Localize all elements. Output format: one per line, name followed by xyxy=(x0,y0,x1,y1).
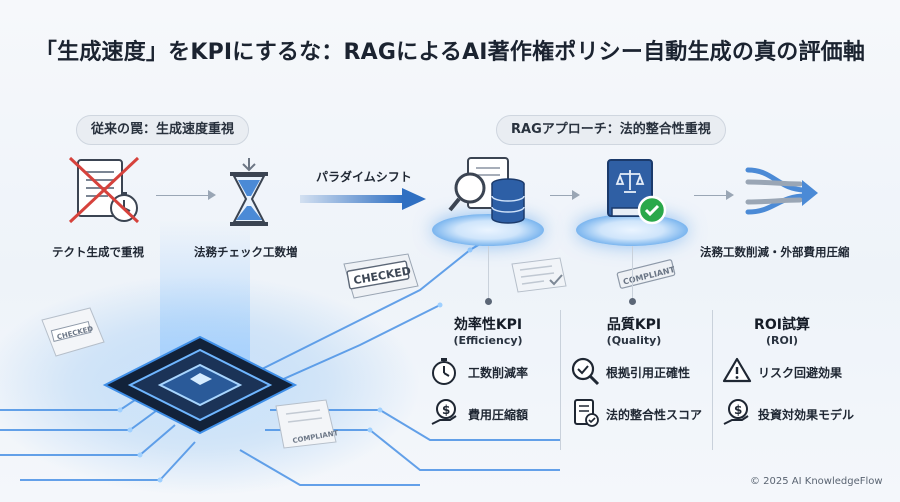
step1-label: テクト生成で重視 xyxy=(52,245,144,259)
floating-document-compliant-bottom: COMPLIANT xyxy=(275,399,339,449)
connector-dot-efficiency xyxy=(485,298,492,305)
step2-label: 法務チェック工数増 xyxy=(194,245,298,259)
cost-coin-hand-icon: $ xyxy=(431,399,457,425)
rag-search-platform xyxy=(432,214,544,246)
kpi-roi-title: ROI試算 xyxy=(754,317,810,333)
rag-approach-pill: RAGアプローチ：法的整合性重視 xyxy=(496,115,726,145)
connector-dot-quality xyxy=(629,298,636,305)
arrow-rag1-rag2 xyxy=(550,195,574,196)
investment-coin-icon: $ xyxy=(723,399,749,425)
arrow-rag2-result xyxy=(694,195,728,196)
result-label: 法務工数削減・外部費用圧縮 xyxy=(700,245,850,259)
kpi-roi-sub: (ROI) xyxy=(766,334,798,347)
floating-document-compliant-right: COMPLIANT xyxy=(616,259,676,289)
paradigm-shift-arrow xyxy=(300,188,426,210)
hourglass-icon xyxy=(230,158,268,226)
floating-document-checked-stamp: CHECKED xyxy=(343,253,419,299)
arrow-head-rag1 xyxy=(572,190,580,200)
search-database-icon xyxy=(448,157,525,224)
arrow-head-rag2 xyxy=(726,190,734,200)
kpi-efficiency-title: 効率性KPI xyxy=(453,317,523,333)
warning-triangle-icon xyxy=(722,357,752,383)
kpi-quality-title: 品質KPI xyxy=(606,317,662,333)
copyright-footer: © 2025 AI KnowledgeFlow xyxy=(750,476,883,487)
floating-document-mid xyxy=(511,257,567,293)
paradigm-shift-label: パラダイムシフト xyxy=(316,170,412,184)
document-check-icon xyxy=(574,399,599,427)
stopwatch-icon xyxy=(432,358,456,385)
legacy-trap-pill: 従来の罠：生成速度重視 xyxy=(76,115,250,145)
kpi-roi-item-1: リスク回避効果 xyxy=(758,366,843,380)
law-book-check-icon xyxy=(607,159,667,225)
arrow-step1-step2 xyxy=(156,195,210,196)
arrow-head-step1 xyxy=(208,190,216,200)
connector-kpi-quality xyxy=(632,246,633,300)
kpi-efficiency-item-1: 工数削減率 xyxy=(468,366,529,380)
kpi-quality-sub: (Quality) xyxy=(606,334,662,347)
crossed-document-stopwatch-icon xyxy=(68,156,140,224)
kpi-efficiency-sub: (Efficiency) xyxy=(453,334,523,347)
kpi-divider-2 xyxy=(712,310,713,450)
magnifier-check-icon xyxy=(571,357,600,386)
kpi-efficiency-item-2: 費用圧縮額 xyxy=(468,408,529,422)
kpi-quality-item-2: 法的整合性スコア xyxy=(606,408,703,422)
streamline-arrows-icon xyxy=(745,167,818,215)
law-book-platform xyxy=(576,214,688,246)
circuit-background xyxy=(0,219,560,495)
kpi-quality-item-1: 根拠引用正確性 xyxy=(606,366,691,380)
kpi-divider-1 xyxy=(560,310,561,450)
svg-text:$: $ xyxy=(442,403,450,417)
page-title: 「生成速度」をKPIにするな：RAGによるAI著作権ポリシー自動生成の真の評価軸 xyxy=(34,40,866,65)
floating-document-checked-left: CHECKED xyxy=(41,307,105,357)
kpi-roi-item-2: 投資対効果モデル xyxy=(758,408,855,422)
svg-text:$: $ xyxy=(734,403,742,417)
connector-kpi-efficiency xyxy=(488,246,489,300)
